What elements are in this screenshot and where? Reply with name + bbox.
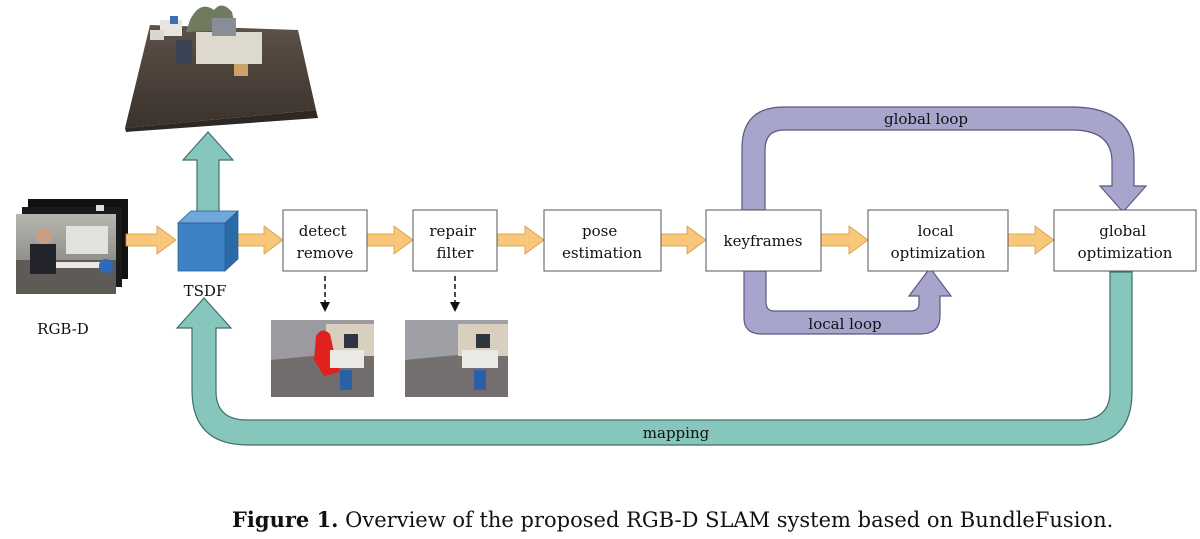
repair-output-arrow	[450, 276, 460, 312]
detect-output-image	[271, 320, 374, 397]
mapping-arrow	[175, 271, 1133, 446]
global-optimization-box	[1053, 209, 1197, 272]
detect-remove-label: detect remove	[297, 222, 354, 262]
repair-filter-box	[412, 209, 498, 272]
detect-remove-box	[282, 209, 368, 272]
local-optimization-box	[867, 209, 1009, 272]
global-loop-label: global loop	[884, 110, 968, 128]
detect-output-arrow	[320, 276, 330, 312]
local-loop-arrow	[743, 267, 953, 335]
flow-arrow-pose-keyframes	[660, 225, 707, 255]
local-optimization-label: local optimization	[891, 222, 986, 262]
figure-label: Figure 1.	[232, 507, 339, 532]
flow-arrow-keyframes-local	[820, 225, 869, 255]
pose-estimation-box	[543, 209, 662, 272]
caption-text: Overview of the proposed RGB-D SLAM syst…	[338, 508, 1114, 532]
flow-arrow-detect-repair	[366, 225, 414, 255]
global-optimization-label: global optimization	[1078, 222, 1173, 262]
repair-filter-label: repair filter	[429, 222, 480, 262]
tsdf-cube	[176, 210, 240, 272]
flow-arrow-rgbd-tsdf	[125, 225, 177, 255]
keyframes-label: keyframes	[724, 232, 803, 250]
repair-output-image	[405, 320, 508, 397]
tsdf-to-reconstruction-arrow	[181, 131, 235, 213]
flow-arrows	[125, 225, 1055, 255]
flow-arrow-tsdf-detect	[235, 225, 284, 255]
rgbd-input-images	[16, 199, 128, 294]
global-loop-arrow	[741, 106, 1148, 213]
figure-caption: Figure 1. Overview of the proposed RGB-D…	[232, 507, 1113, 532]
mapping-label: mapping	[643, 424, 710, 442]
pose-estimation-label: pose estimation	[562, 222, 642, 262]
local-loop-label: local loop	[808, 315, 881, 333]
flow-arrow-repair-pose	[496, 225, 545, 255]
keyframes-box	[705, 209, 822, 272]
pipeline-boxes	[282, 209, 1197, 272]
tsdf-label: TSDF	[184, 282, 227, 300]
reconstruction-image	[125, 5, 318, 132]
flow-arrow-local-global	[1007, 225, 1055, 255]
rgbd-label: RGB-D	[37, 320, 89, 338]
